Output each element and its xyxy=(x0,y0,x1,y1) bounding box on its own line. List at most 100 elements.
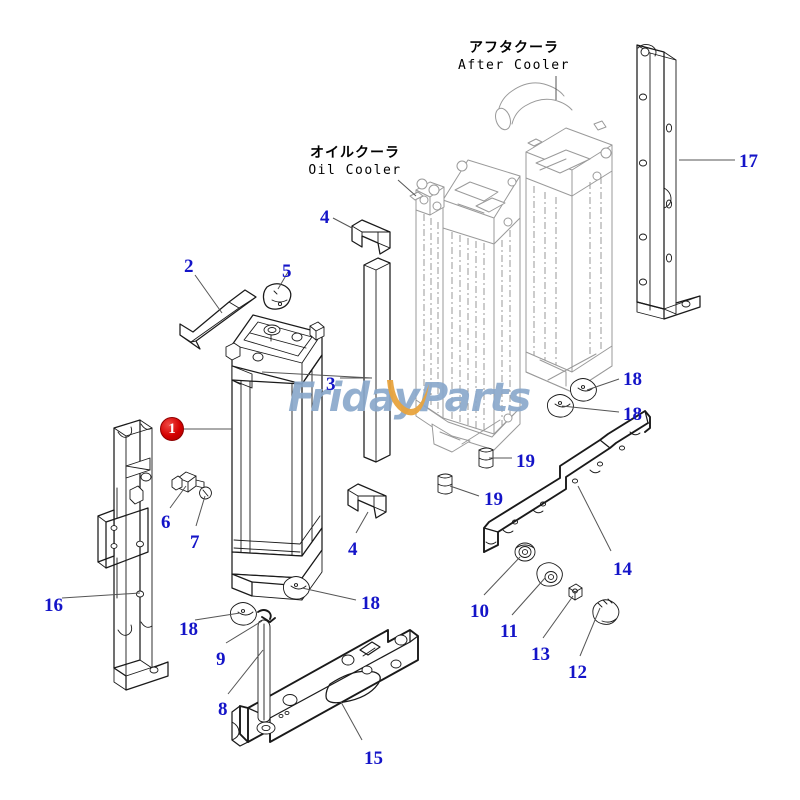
bushing-b xyxy=(437,473,453,495)
leader-18d xyxy=(194,612,241,621)
nut-b xyxy=(546,394,574,418)
part-14-bracket-right xyxy=(483,410,651,553)
leader-14 xyxy=(577,485,612,552)
callout-8-label: 8 xyxy=(218,699,228,720)
callout-14-label: 14 xyxy=(613,559,632,580)
callout-11[interactable]: 11 xyxy=(500,622,518,641)
part-15-bracket-bottom xyxy=(231,629,419,747)
part-13-nut xyxy=(568,583,583,601)
callout-10-label: 10 xyxy=(470,601,489,622)
callout-18-d-label: 18 xyxy=(179,619,198,640)
leader-11 xyxy=(511,577,546,616)
callout-18-a-label: 18 xyxy=(623,369,642,390)
callout-19-b[interactable]: 19 xyxy=(484,490,503,509)
callout-4-upper-label: 4 xyxy=(320,207,330,228)
callout-9[interactable]: 9 xyxy=(216,650,226,669)
callout-badge-1-label: 1 xyxy=(168,420,176,437)
callout-6[interactable]: 6 xyxy=(161,513,171,532)
leader-4l xyxy=(355,511,369,534)
part-18-nuts xyxy=(229,378,597,626)
part-2-rod xyxy=(179,289,257,350)
callout-5[interactable]: 5 xyxy=(282,262,292,281)
callout-19-a[interactable]: 19 xyxy=(516,452,535,471)
leader-6 xyxy=(169,485,187,509)
callout-17[interactable]: 17 xyxy=(739,152,758,171)
callout-17-label: 17 xyxy=(739,151,758,172)
callout-13-label: 13 xyxy=(531,644,550,665)
caption-after-cooler: アフタクーラ After Cooler xyxy=(458,40,570,74)
callout-7[interactable]: 7 xyxy=(190,533,200,552)
leader-4u xyxy=(332,217,353,229)
part-3-side-plate xyxy=(363,257,391,463)
part-9-clip xyxy=(257,609,276,623)
callout-15-label: 15 xyxy=(364,748,383,769)
leader-15 xyxy=(340,701,363,741)
callout-18-a[interactable]: 18 xyxy=(623,370,642,389)
leader-2 xyxy=(194,274,223,314)
callout-2-label: 2 xyxy=(184,256,194,277)
leader-12 xyxy=(579,607,601,657)
caption-after-cooler-en: After Cooler xyxy=(458,57,570,73)
callout-12[interactable]: 12 xyxy=(568,663,587,682)
leader-10 xyxy=(483,556,521,596)
oil-cooler-phantom xyxy=(409,159,521,453)
leader-lines xyxy=(61,76,735,741)
callout-10[interactable]: 10 xyxy=(470,602,489,621)
callout-8[interactable]: 8 xyxy=(218,700,228,719)
after-cooler-phantom xyxy=(495,82,613,393)
callout-19-a-label: 19 xyxy=(516,451,535,472)
leader-18b xyxy=(561,405,620,413)
leader-oil-cooler xyxy=(397,179,417,197)
leader-7 xyxy=(195,495,206,527)
callout-12-label: 12 xyxy=(568,662,587,683)
part-4-bracket-lower xyxy=(347,483,387,519)
leader-5 xyxy=(277,271,289,290)
part-8-rod-long xyxy=(257,619,271,723)
nut-c xyxy=(282,576,310,600)
callout-18-c[interactable]: 18 xyxy=(361,594,380,613)
callout-badge-1[interactable]: 1 xyxy=(160,417,184,441)
caption-oil-cooler: オイルクーラ Oil Cooler xyxy=(308,145,401,179)
leader-18a xyxy=(586,378,620,391)
callout-3-label: 3 xyxy=(326,374,336,395)
callout-4-upper[interactable]: 4 xyxy=(320,208,330,227)
bushing-a xyxy=(478,447,494,469)
part-10-collar xyxy=(514,542,536,562)
nut-a xyxy=(569,378,597,402)
callout-3[interactable]: 3 xyxy=(326,375,336,394)
callout-18-d[interactable]: 18 xyxy=(179,620,198,639)
part-4-bracket-upper xyxy=(351,219,391,255)
part-1-radiator-assembly xyxy=(225,314,325,601)
callout-7-label: 7 xyxy=(190,532,200,553)
callout-4-lower-label: 4 xyxy=(348,539,358,560)
callout-5-label: 5 xyxy=(282,261,292,282)
callout-4-lower[interactable]: 4 xyxy=(348,540,358,559)
callout-15[interactable]: 15 xyxy=(364,749,383,768)
leader-18c xyxy=(301,587,357,601)
leader-9 xyxy=(225,620,263,644)
leader-3b xyxy=(261,371,373,379)
caption-oil-cooler-en: Oil Cooler xyxy=(308,162,402,178)
part-6-drain-cock xyxy=(171,471,205,493)
callout-16[interactable]: 16 xyxy=(44,596,63,615)
callout-11-label: 11 xyxy=(500,621,518,642)
callout-16-label: 16 xyxy=(44,595,63,616)
callout-18-b-label: 18 xyxy=(623,404,642,425)
callout-6-label: 6 xyxy=(161,512,171,533)
part-12-bolt xyxy=(592,598,620,625)
callout-9-label: 9 xyxy=(216,649,226,670)
callout-18-b[interactable]: 18 xyxy=(623,405,642,424)
leader-13 xyxy=(542,595,574,639)
part-7-plug xyxy=(199,486,212,500)
part-17-guard-panel xyxy=(636,43,701,320)
callout-13[interactable]: 13 xyxy=(531,645,550,664)
callout-2[interactable]: 2 xyxy=(184,257,194,276)
caption-oil-cooler-jp: オイルクーラ xyxy=(310,145,400,161)
leader-8 xyxy=(227,649,264,695)
part-19-bushings xyxy=(437,447,494,495)
callout-18-c-label: 18 xyxy=(361,593,380,614)
callout-14[interactable]: 14 xyxy=(613,560,632,579)
leader-19b xyxy=(449,485,480,497)
